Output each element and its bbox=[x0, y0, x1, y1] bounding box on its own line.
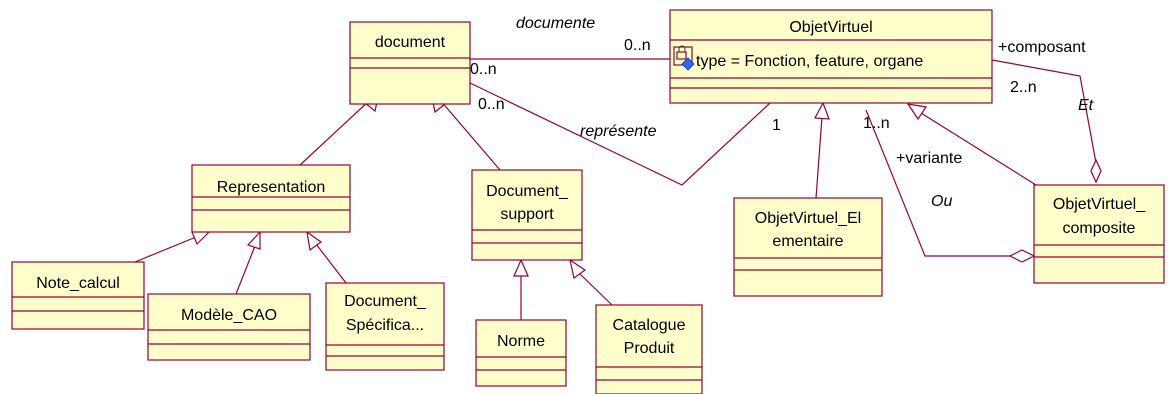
generalization-composite-objetvirtuel bbox=[906, 103, 1037, 186]
multiplicity-documente-objet: 0..n bbox=[624, 37, 651, 54]
class-catalogue-produit[interactable]: Catalogue Produit bbox=[595, 304, 703, 394]
class-name-modele-cao: Modèle_CAO bbox=[181, 307, 277, 324]
class-name-elementaire-line1: ObjetVirtuel_El bbox=[755, 210, 861, 227]
class-name-specification-line1: Document_ bbox=[344, 293, 427, 310]
generalization-specification-representation bbox=[306, 230, 347, 284]
association-documente[interactable]: documente 0..n 0..n bbox=[470, 15, 670, 78]
class-name-objetvirtuel: ObjetVirtuel bbox=[789, 19, 872, 36]
class-norme[interactable]: Norme bbox=[475, 319, 567, 387]
class-name-catalogue-line1: Catalogue bbox=[613, 317, 686, 334]
generalization-elementaire-objetvirtuel bbox=[814, 101, 830, 199]
multiplicity-represente-objet: 1 bbox=[772, 117, 781, 134]
association-label-et: Et bbox=[1078, 97, 1094, 114]
class-objetvirtuel-elementaire[interactable]: ObjetVirtuel_El ementaire bbox=[733, 197, 883, 297]
class-name-elementaire-line2: ementaire bbox=[772, 233, 843, 250]
generalization-norme-support bbox=[513, 258, 529, 320]
class-objetvirtuel[interactable]: ObjetVirtuel type = Fonction, feature, o… bbox=[669, 9, 993, 104]
association-label-ou: Ou bbox=[931, 193, 952, 210]
multiplicity-represente-document: 0..n bbox=[478, 96, 505, 113]
class-document-specification[interactable]: Document_ Spécifica... bbox=[325, 282, 445, 371]
class-representation[interactable]: Representation bbox=[191, 164, 351, 233]
attribute-type: type = Fonction, feature, organe bbox=[696, 53, 923, 70]
association-label-documente: documente bbox=[516, 15, 595, 32]
class-name-representation: Representation bbox=[217, 179, 326, 196]
class-name-composite-line1: ObjetVirtuel_ bbox=[1053, 196, 1146, 213]
protected-attribute-icon bbox=[673, 45, 695, 71]
class-name-support-line2: support bbox=[500, 206, 554, 223]
class-name-support-line1: Document_ bbox=[486, 183, 569, 200]
role-label-variante: +variante bbox=[896, 150, 962, 167]
class-note-calcul[interactable]: Note_calcul bbox=[11, 261, 145, 330]
generalization-note-representation bbox=[134, 230, 212, 263]
multiplicity-variante: 1..n bbox=[863, 115, 890, 132]
association-variante[interactable]: 1..n +variante Ou bbox=[863, 109, 1036, 263]
class-name-composite-line2: composite bbox=[1063, 220, 1136, 237]
class-name-norme: Norme bbox=[497, 333, 545, 350]
class-name-document: document bbox=[375, 34, 446, 51]
aggregation-diamond-variante bbox=[1008, 249, 1036, 263]
multiplicity-documente-document: 0..n bbox=[470, 61, 497, 78]
multiplicity-composant: 2..n bbox=[1010, 79, 1037, 96]
aggregation-diamond-composant bbox=[1090, 158, 1102, 184]
association-label-represente: représente bbox=[580, 123, 657, 140]
class-document-support[interactable]: Document_ support bbox=[471, 169, 583, 261]
class-objetvirtuel-composite[interactable]: ObjetVirtuel_ composite bbox=[1033, 184, 1165, 284]
role-label-composant: +composant bbox=[998, 39, 1086, 56]
generalization-modele-representation bbox=[235, 230, 261, 295]
class-name-specification-line2: Spécifica... bbox=[346, 317, 424, 334]
class-modele-cao[interactable]: Modèle_CAO bbox=[147, 293, 311, 361]
class-name-catalogue-line2: Produit bbox=[624, 340, 675, 357]
association-represente[interactable]: représente 0..n 1 bbox=[469, 82, 781, 186]
generalization-catalogue-support bbox=[569, 258, 613, 306]
class-name-note-calcul: Note_calcul bbox=[36, 275, 120, 292]
association-composant[interactable]: +composant 2..n Et bbox=[991, 39, 1102, 184]
class-document[interactable]: document bbox=[349, 21, 471, 105]
